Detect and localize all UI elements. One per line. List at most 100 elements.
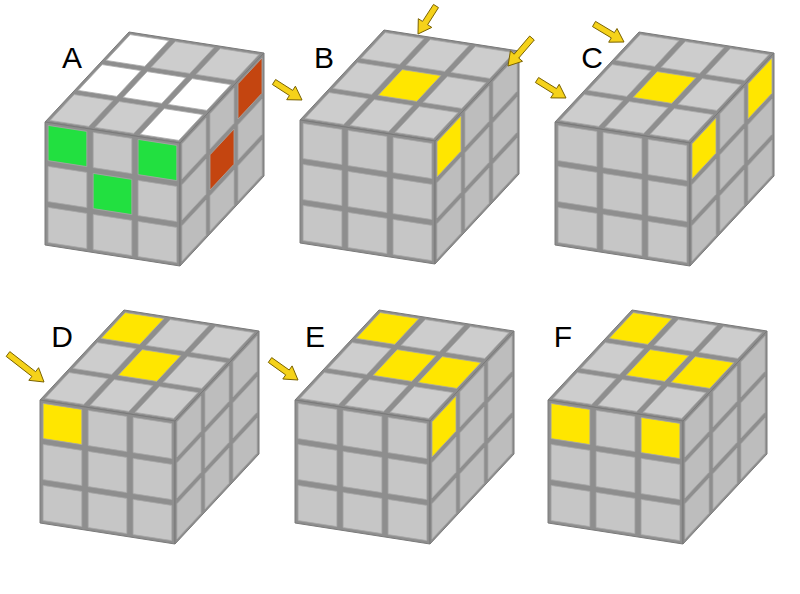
cube-sticker xyxy=(551,485,590,526)
step-letter: B xyxy=(314,43,334,73)
move-arrow xyxy=(272,80,302,101)
cube-sticker xyxy=(558,166,597,207)
cube-sticker xyxy=(692,200,716,261)
cube-sticker xyxy=(298,485,337,526)
rubiks-cube xyxy=(40,310,259,544)
cube-face xyxy=(683,331,767,544)
step-letter: D xyxy=(51,322,73,352)
cube-sticker xyxy=(348,212,387,253)
cube-sticker xyxy=(720,170,744,231)
cube-sticker xyxy=(393,178,432,219)
cube-face xyxy=(690,53,774,266)
move-arrow xyxy=(508,36,534,66)
cube-sticker xyxy=(343,451,382,492)
cube-sticker xyxy=(603,214,642,255)
cube-sticker xyxy=(205,448,229,509)
cube-sticker xyxy=(641,499,680,540)
cube-sticker xyxy=(603,173,642,214)
cube-sticker xyxy=(43,485,82,526)
cube-sticker xyxy=(233,418,257,479)
cube-sticker xyxy=(432,478,456,539)
cube-sticker xyxy=(493,138,517,199)
cube-sticker xyxy=(460,448,484,509)
cube-sticker xyxy=(48,207,87,248)
cube-sticker xyxy=(388,417,427,458)
move-arrow xyxy=(268,358,298,380)
cube-sticker xyxy=(93,132,132,173)
cube-sticker xyxy=(641,417,680,458)
cube-sticker xyxy=(238,140,262,201)
cube-sticker xyxy=(298,444,337,485)
step-letter: F xyxy=(554,322,572,352)
cube-sticker xyxy=(93,214,132,255)
move-arrow xyxy=(593,21,625,42)
cube-sticker xyxy=(182,200,206,261)
rubiks-cube xyxy=(295,310,514,544)
step-letter: E xyxy=(305,322,325,352)
cube-sticker xyxy=(741,418,765,479)
cube-sticker xyxy=(48,166,87,207)
cube-sticker xyxy=(303,205,342,246)
cube-sticker xyxy=(138,180,177,221)
cube-sticker xyxy=(648,139,687,180)
cube-sticker xyxy=(596,492,635,533)
cube-sticker xyxy=(558,125,597,166)
cube-sticker xyxy=(48,125,87,166)
cube-sticker xyxy=(138,139,177,180)
step-letter: A xyxy=(62,43,82,73)
cube-sticker xyxy=(298,403,337,444)
cube-face xyxy=(175,331,259,544)
cube-sticker xyxy=(551,444,590,485)
cube-sticker xyxy=(648,180,687,221)
cube-sticker xyxy=(596,451,635,492)
cube-sticker xyxy=(88,451,127,492)
move-arrow xyxy=(418,4,439,34)
cube-sticker xyxy=(303,123,342,164)
cube-sticker xyxy=(348,171,387,212)
cube-face xyxy=(430,331,514,544)
cube-face xyxy=(555,122,690,266)
cube-face xyxy=(45,122,180,266)
cube-sticker xyxy=(388,499,427,540)
cube-face xyxy=(548,400,683,544)
cube-face xyxy=(300,120,435,264)
cube-face xyxy=(180,53,264,266)
rubiks-cube xyxy=(300,30,519,264)
cube-sticker xyxy=(303,164,342,205)
cube-sticker xyxy=(488,418,512,479)
cube-sticker xyxy=(388,458,427,499)
cube-sticker xyxy=(348,130,387,171)
cube-sticker xyxy=(88,410,127,451)
cube-sticker xyxy=(343,492,382,533)
rubiks-cube xyxy=(555,32,774,266)
cube-sticker xyxy=(43,403,82,444)
cube-sticker xyxy=(43,444,82,485)
cube-sticker xyxy=(93,173,132,214)
cube-sticker xyxy=(465,168,489,229)
cube-sticker xyxy=(437,198,461,259)
cube-sticker xyxy=(133,458,172,499)
cube-sticker xyxy=(133,499,172,540)
cube-sticker xyxy=(138,221,177,262)
rubiks-cube xyxy=(548,310,767,544)
step-letter: C xyxy=(581,43,603,73)
cube-sticker xyxy=(748,140,772,201)
cube-sticker xyxy=(713,448,737,509)
cube-sticker xyxy=(641,458,680,499)
cube-sticker xyxy=(133,417,172,458)
rubiks-cube xyxy=(45,32,264,266)
move-arrow xyxy=(6,352,44,382)
cube-sticker xyxy=(596,410,635,451)
cube-sticker xyxy=(648,221,687,262)
cube-sticker xyxy=(177,478,201,539)
cube-sticker xyxy=(551,403,590,444)
move-arrow xyxy=(535,78,566,99)
cube-sticker xyxy=(685,478,709,539)
cube-sticker xyxy=(210,170,234,231)
cube-face xyxy=(40,400,175,544)
cube-sticker xyxy=(88,492,127,533)
cube-face xyxy=(435,51,519,264)
cube-sticker xyxy=(393,219,432,260)
cube-sticker xyxy=(558,207,597,248)
